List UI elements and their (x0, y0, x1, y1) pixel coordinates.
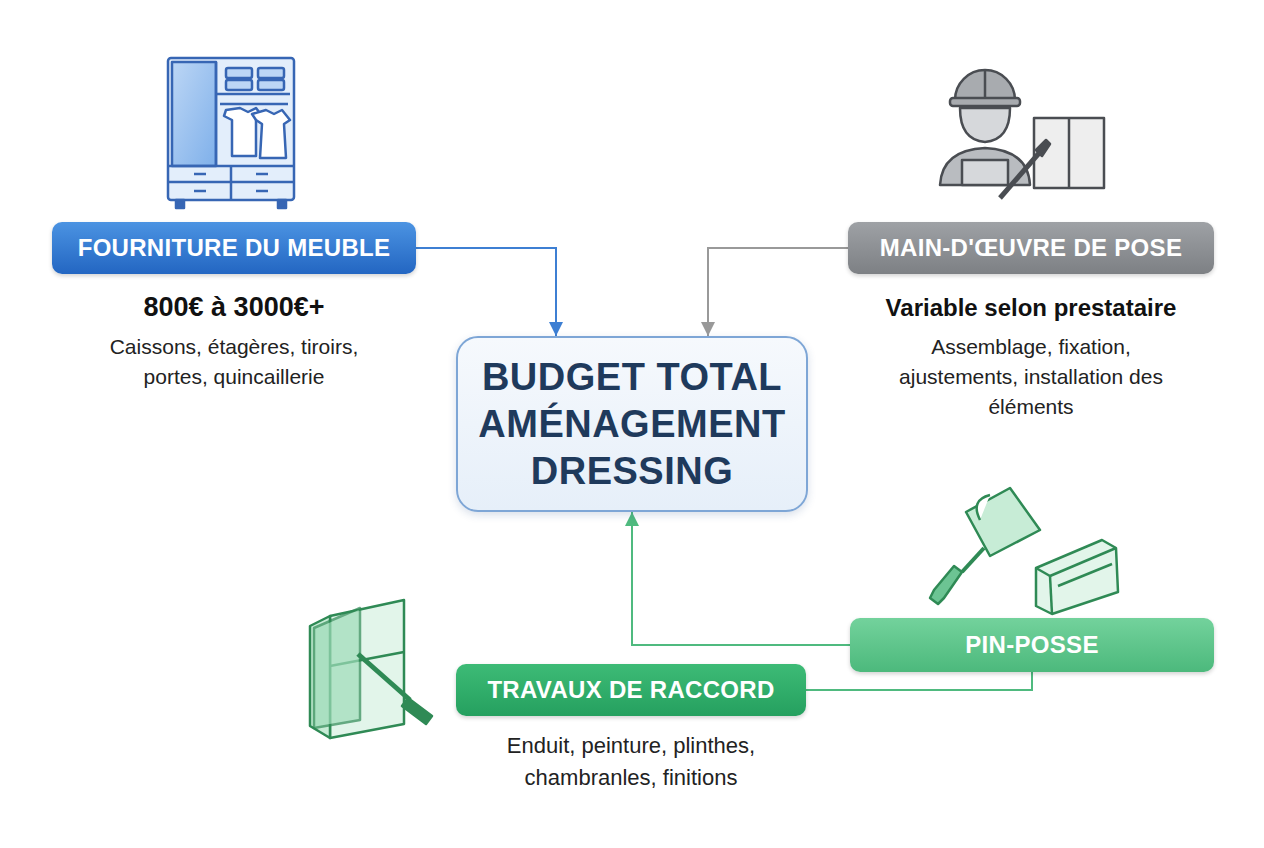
wardrobe-icon (256, 190, 268, 193)
worker-icon (1036, 140, 1050, 156)
total-title: BUDGET TOTAL AMÉNAGEMENT DRESSING (476, 354, 788, 495)
tools-icon (930, 488, 1118, 614)
worker-icon (950, 98, 1020, 106)
tools-icon (1036, 568, 1050, 576)
wardrobe-icon (226, 80, 252, 90)
wardrobe-icon (258, 68, 284, 78)
cost-category: MAIN-D'ŒUVRE DE POSE Variable selon prest… (848, 222, 1214, 422)
tools-icon (1058, 564, 1112, 586)
cost-category: PIN-POSSE (850, 618, 1214, 672)
cabinet-icon (402, 698, 432, 724)
category-title: MAIN-D'ŒUVRE DE POSE (848, 222, 1214, 274)
flow-connector (632, 512, 850, 645)
wardrobe-icon (226, 68, 252, 78)
description: Caissons, étagères, tiroirs, portes, qui… (89, 332, 379, 392)
wardrobe-icon (194, 173, 206, 176)
worker-icon (1068, 118, 1071, 188)
tools-icon (966, 488, 1040, 556)
tools-icon (962, 548, 984, 572)
worker-icon (984, 70, 987, 98)
wardrobe-icon (216, 93, 290, 96)
worker-icon (1034, 118, 1104, 188)
tools-icon (1036, 540, 1118, 614)
wardrobe-icon (252, 110, 290, 158)
category-title: PIN-POSSE (850, 618, 1214, 672)
wardrobe-icon (278, 200, 286, 208)
cabinet-icon (310, 600, 432, 738)
description: Assemblage, fixation, ajustements, insta… (881, 332, 1181, 422)
worker-icon (960, 108, 1010, 142)
worker-icon (955, 70, 1015, 100)
cabinet-icon (314, 608, 360, 728)
wardrobe-icon (258, 80, 284, 90)
wardrobe-icon (176, 200, 184, 208)
price-range: Variable selon prestataire (848, 292, 1214, 324)
wardrobe-icon (230, 166, 233, 200)
flow-connector (416, 248, 556, 336)
tools-icon (1050, 548, 1116, 576)
flow-connector (806, 672, 1032, 690)
wardrobe-icon (215, 62, 218, 166)
tools-icon (977, 495, 990, 520)
price-range: 800€ à 3000€+ (52, 290, 416, 324)
wardrobe-icon (194, 190, 206, 193)
wardrobe-icon (168, 58, 294, 200)
wardrobe-icon (168, 58, 294, 208)
category-title: TRAVAUX DE RACCORD (456, 664, 806, 716)
category-title: FOURNITURE DU MEUBLE (52, 222, 416, 274)
tools-icon (930, 566, 962, 604)
total-box: BUDGET TOTAL AMÉNAGEMENT DRESSING (456, 336, 808, 512)
worker-icon (940, 70, 1104, 198)
wardrobe-icon (220, 103, 288, 106)
tools-icon (1050, 576, 1052, 614)
worker-icon (962, 160, 1008, 185)
wardrobe-icon (256, 173, 268, 176)
cabinet-icon (358, 654, 410, 700)
flow-connector (708, 248, 848, 336)
worker-icon (1000, 152, 1040, 198)
wardrobe-icon (172, 62, 216, 166)
description: Enduit, peinture, plinthes, chambranles,… (481, 730, 781, 794)
cost-category: TRAVAUX DE RACCORD Enduit, peinture, plin… (456, 664, 806, 794)
cost-category: FOURNITURE DU MEUBLE 800€ à 3000€+ Caisson… (52, 222, 416, 392)
